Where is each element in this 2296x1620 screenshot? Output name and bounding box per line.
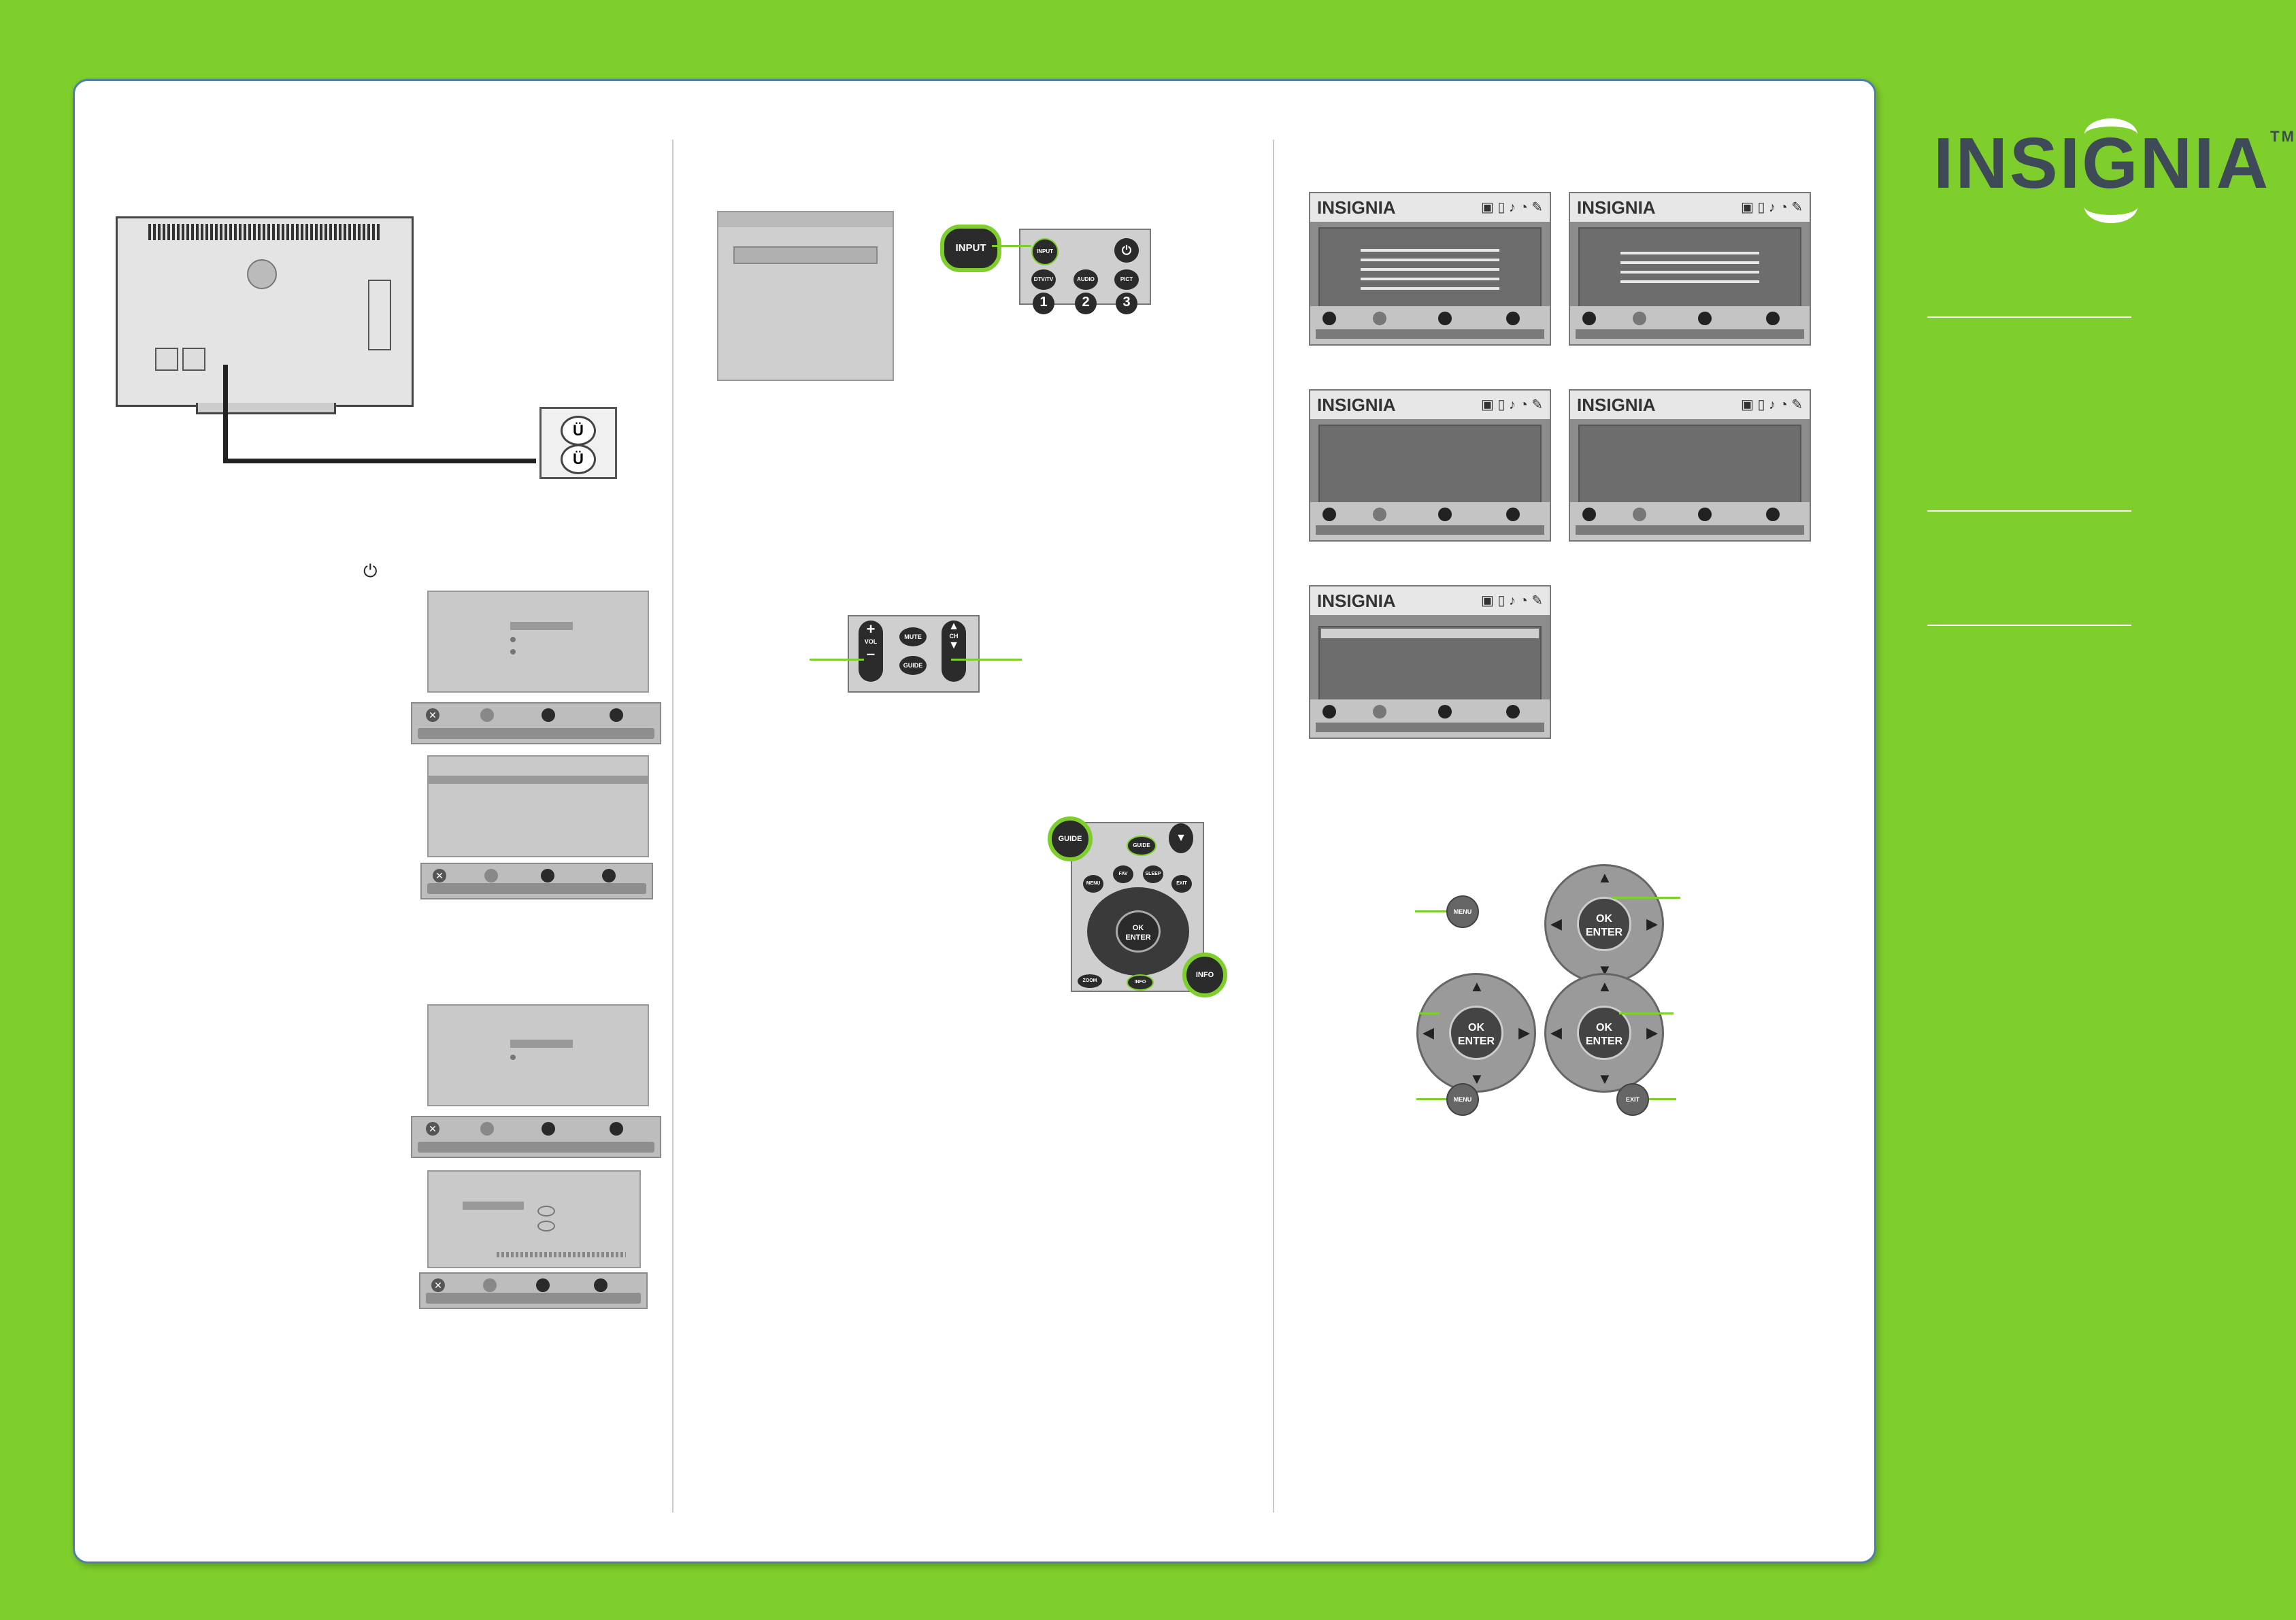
power-icon: ⏻ (363, 561, 378, 581)
wall-outlet: Ü Ü (539, 407, 617, 479)
guide-callout: GUIDE (1048, 816, 1093, 861)
remote-volume-section: + VOL – MUTE GUIDE ▲ CH ▼ (848, 615, 980, 693)
exit-line (1649, 1098, 1676, 1100)
menu-button-icon: MENU (1446, 895, 1479, 928)
setup-screen-2 (427, 755, 649, 857)
control-bar-2: ✕ (420, 863, 653, 899)
menu-screen-settings: INSIGNIA▣ ▯ ♪ ◔ ✎ (1569, 389, 1811, 542)
control-bar-4: ✕ (419, 1272, 648, 1309)
power-button[interactable]: ⏻ (1114, 238, 1139, 263)
setup-screen-1 (427, 591, 649, 693)
info-callout: INFO (1182, 953, 1227, 997)
input-source-screen (717, 211, 894, 381)
menu-screen-channels: INSIGNIA▣ ▯ ♪ ◔ ✎ (1309, 389, 1551, 542)
tv-stand (196, 403, 336, 414)
arrow-pad-3-line (1619, 1012, 1674, 1014)
menu-screen-picture: INSIGNIA▣ ▯ ♪ ◔ ✎ (1309, 192, 1551, 346)
control-bar-1: ✕ (411, 702, 661, 744)
control-bar-3: ✕ (411, 1116, 661, 1158)
menu-screen-usb: INSIGNIA▣ ▯ ♪ ◔ ✎ (1309, 585, 1551, 739)
menu-line-1 (1415, 910, 1446, 912)
menu-line-2 (1416, 1098, 1446, 1100)
column-divider-1 (672, 139, 673, 1512)
arrow-pad-1-line (1612, 897, 1680, 899)
exit-button-icon: EXIT (1616, 1083, 1649, 1116)
column-divider-2 (1273, 139, 1274, 1512)
ch-callout-line (951, 659, 1022, 661)
insignia-logo: INSIGNIATM (1933, 118, 2296, 223)
power-cord-horizontal (223, 459, 536, 463)
menu-button-icon-2: MENU (1446, 1083, 1479, 1116)
menu-screen-audio: INSIGNIA▣ ▯ ♪ ◔ ✎ (1569, 192, 1811, 346)
arrow-pad-2-line (1419, 1012, 1440, 1014)
vol-callout-line (810, 659, 864, 661)
setup-screen-3 (427, 1004, 649, 1106)
input-callout: INPUT (940, 225, 1001, 272)
sidebar-divider-1 (1927, 316, 2131, 318)
sidebar-divider-3 (1927, 625, 2131, 626)
input-callout-line (992, 245, 1031, 247)
remote-input-section: INPUT ⏻ DTV/TV AUDIO PICT 1 2 3 (1019, 229, 1151, 314)
sidebar-divider-2 (1927, 510, 2131, 512)
setup-screen-4 (427, 1170, 641, 1268)
tv-back-illustration (116, 216, 414, 407)
power-cord (223, 365, 228, 463)
